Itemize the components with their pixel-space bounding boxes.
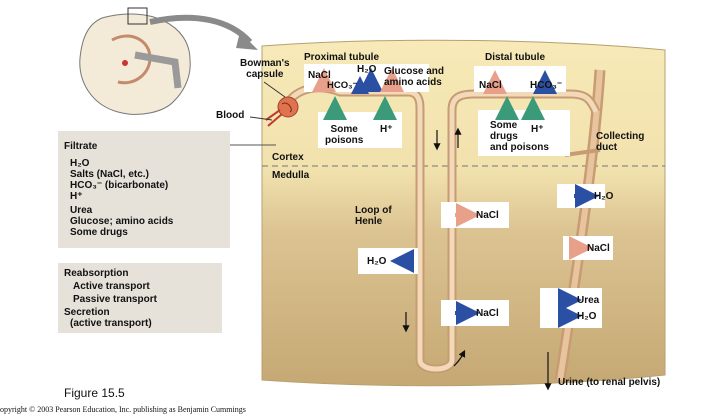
- filtrate-item: H⁺: [70, 191, 83, 202]
- cortex-label: Cortex: [272, 152, 304, 163]
- legend-active: Active transport: [73, 281, 150, 292]
- filtrate-title: Filtrate: [64, 141, 98, 152]
- distal-tubule-label: Distal tubule: [485, 52, 546, 63]
- dist-drugs-label: Some drugs and poisons: [490, 120, 549, 153]
- filtrate-item: Salts (NaCl, etc.): [70, 169, 149, 180]
- legend-panel: [58, 263, 222, 333]
- proximal-tubule-label: Proximal tubule: [304, 52, 380, 63]
- filtrate-item: H₂O: [70, 158, 90, 169]
- filtrate-panel: [58, 131, 230, 248]
- prox-h2o-label: H₂O: [357, 64, 377, 75]
- duct-nacl-label: NaCl: [587, 243, 610, 254]
- loop-nacl-lower-label: NaCl: [476, 308, 499, 319]
- prox-poisons-label: Some poisons: [325, 124, 364, 146]
- prox-h-label: H⁺: [380, 124, 393, 135]
- filtrate-item: Urea: [70, 205, 93, 216]
- dist-nacl-label: NaCl: [479, 80, 502, 91]
- filtrate-item: Glucose; amino acids: [70, 216, 174, 227]
- blood-label: Blood: [216, 110, 245, 121]
- collecting-duct-label: Collecting duct: [596, 131, 645, 153]
- prox-hco3-label: HCO₃⁻: [327, 80, 358, 91]
- copyright: opyright © 2003 Pearson Education, Inc. …: [0, 405, 246, 414]
- legend-passive: Passive transport: [73, 294, 157, 305]
- bowmans-capsule-label: Bowman's capsule: [240, 58, 290, 80]
- legend-secretion-sub: (active transport): [70, 318, 152, 329]
- legend-title: Reabsorption: [64, 268, 129, 279]
- filtrate-item: Some drugs: [70, 227, 128, 238]
- duct-h2o-upper-label: H₂O: [594, 191, 614, 202]
- duct-urea-label: Urea: [577, 295, 600, 306]
- kidney-inset: [79, 7, 191, 115]
- loop-of-henle-label: Loop of Henle: [355, 205, 392, 227]
- glomerulus: [277, 96, 299, 118]
- filtrate-item: HCO₃⁻ (bicarbonate): [70, 180, 169, 191]
- dist-h-label: H⁺: [531, 124, 544, 135]
- prox-nacl-label: NaCl: [308, 70, 331, 81]
- loop-h2o-label: H₂O: [367, 256, 387, 267]
- urine-label: Urine (to renal pelvis): [558, 377, 661, 388]
- prox-glucose-label: Glucose and amino acids: [384, 66, 445, 88]
- loop-nacl-upper-label: NaCl: [476, 210, 499, 221]
- legend-secretion: Secretion: [64, 307, 110, 318]
- duct-h2o-lower-label: H₂O: [577, 311, 597, 322]
- medulla-label: Medulla: [272, 170, 310, 181]
- dist-hco3-label: HCO₃⁻: [530, 80, 563, 91]
- figure-caption: Figure 15.5: [64, 386, 125, 400]
